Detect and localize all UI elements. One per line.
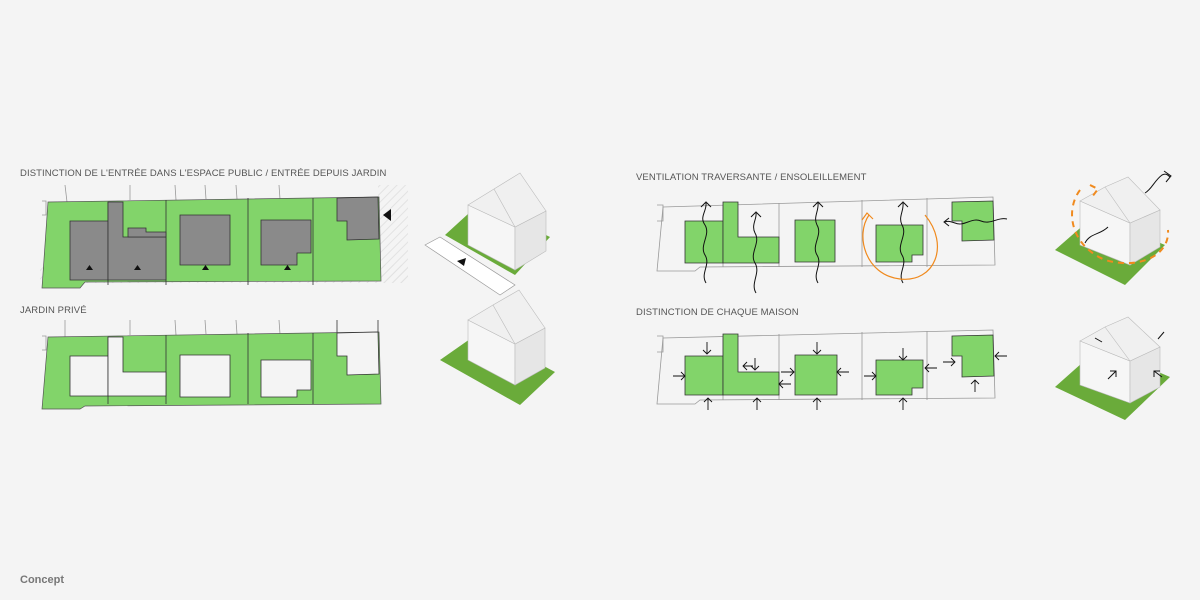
entrance-triangle-icon	[86, 209, 391, 270]
panel-title-ventilation: VENTILATION TRAVERSANTE / ENSOLEILLEMENT	[636, 172, 867, 183]
airflow-arrow-icon	[700, 201, 1008, 294]
isometric-house-ventilation	[1055, 170, 1172, 285]
facade-arrow-icon	[673, 342, 1007, 410]
panel-title-garden: JARDIN PRIVÉ	[20, 305, 87, 316]
site-plan-distinction	[656, 329, 1007, 410]
site-plan-ventilation	[656, 196, 1008, 294]
footer-label: Concept	[20, 574, 64, 586]
isometric-house-garden	[440, 289, 555, 405]
facade-arrow-icon	[1094, 331, 1165, 380]
airflow-arrow-icon	[1084, 170, 1172, 244]
entrance-triangle-icon	[457, 258, 466, 266]
site-plan-entrance	[40, 184, 408, 289]
site-plan-garden	[41, 319, 382, 410]
isometric-house-distinction	[1055, 316, 1170, 420]
isometric-house-entrance	[424, 172, 550, 296]
panel-title-distinction: DISTINCTION DE CHAQUE MAISON	[636, 307, 799, 318]
panel-title-entrance: DISTINCTION DE L'ENTRÉE DANS L'ESPACE PU…	[20, 168, 387, 179]
sun-path-icon	[1071, 184, 1170, 265]
sun-path-icon	[861, 212, 938, 280]
